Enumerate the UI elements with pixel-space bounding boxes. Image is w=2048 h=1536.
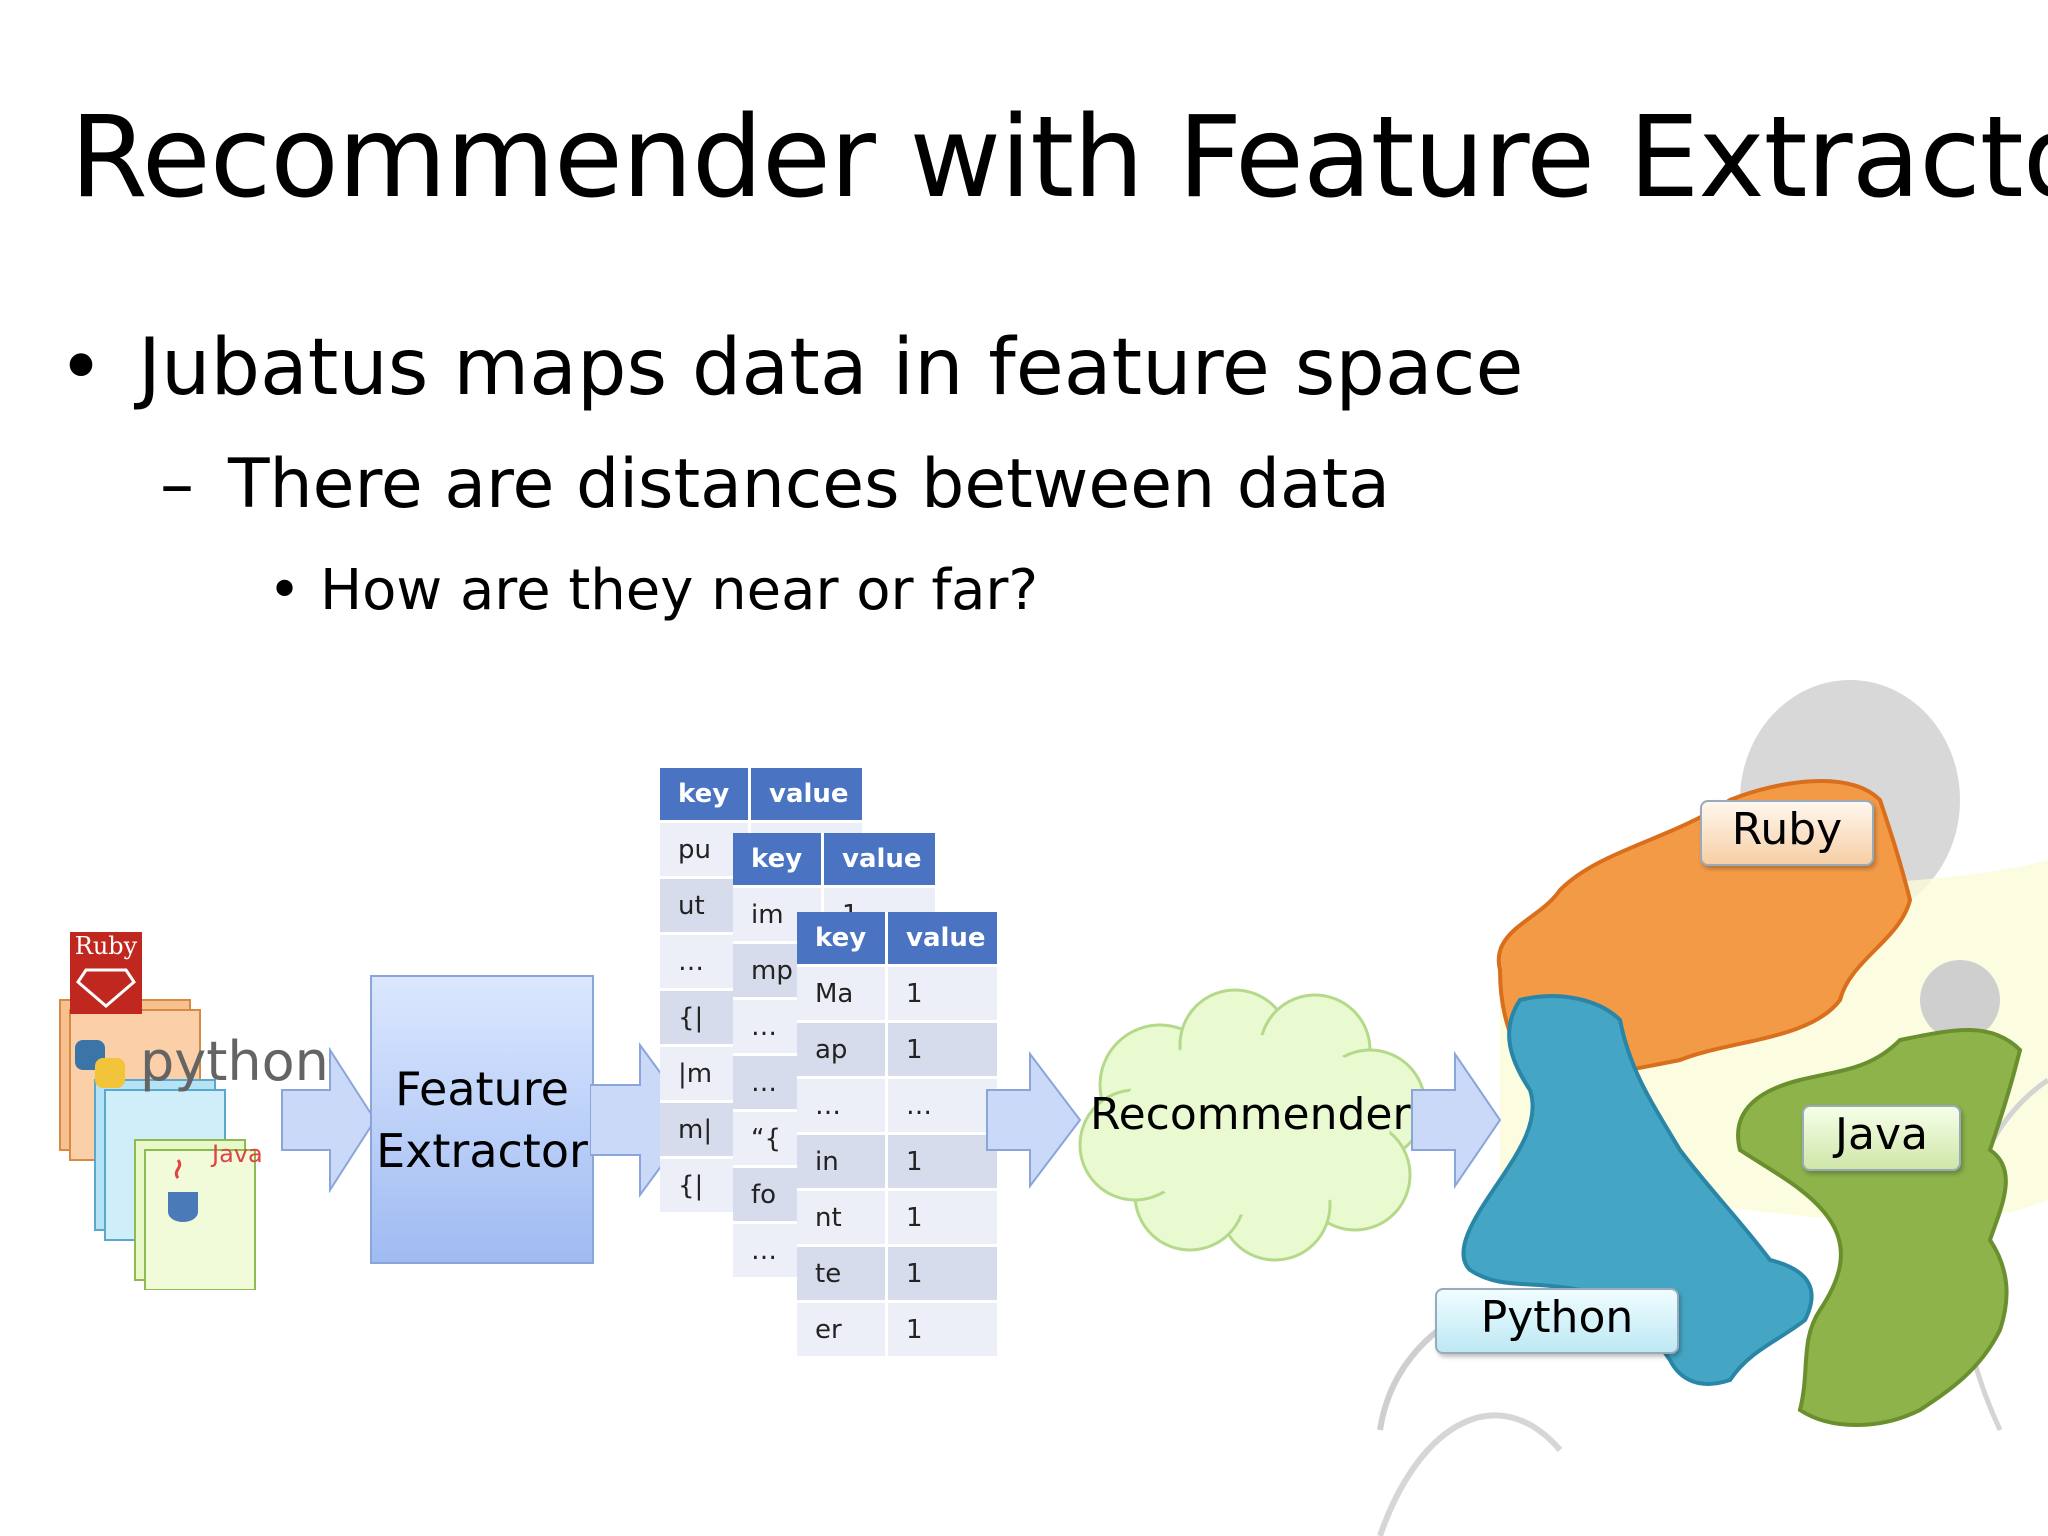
table-header-key: key [797,912,888,967]
table-header-value: value [751,768,865,823]
table-cell-value: … [888,1079,1000,1135]
python-logo-icon [75,1040,125,1088]
cluster-label-python: Python [1435,1288,1679,1354]
table-header-value: value [824,833,938,888]
java-cup-icon [168,1159,198,1222]
bullet-level2: –There are distances between data [160,440,1390,530]
bullet-level2-text: There are distances between data [228,445,1390,524]
feature-extractor-label-line2: Extractor [376,1123,588,1178]
feature-extractor-label-line1: Feature [395,1061,569,1116]
cluster-label-ruby: Ruby [1700,800,1874,866]
table-cell-key: … [797,1079,888,1135]
table-cell-value: 1 [888,1303,1000,1359]
arrow-to-recommender [986,1051,1082,1189]
table-cell-key: ap [797,1023,888,1079]
recommender-label: Recommender [1090,1089,1411,1140]
table-cell-key: Ma [797,967,888,1023]
ruby-gem-icon [76,968,136,1008]
recommender-cloud [1078,988,1427,1262]
bullet-level1-text: Jubatus maps data in feature space [138,323,1524,413]
arrow-to-clusters [1411,1050,1502,1190]
feature-extractor-box: Feature Extractor [370,975,594,1264]
bullet-level3-text: How are they near or far? [320,558,1039,623]
table-header-key: key [660,768,751,823]
bullet-mark-small: • [268,558,302,623]
source-files-stack [59,999,256,1290]
table-header-value: value [888,912,1000,967]
table-cell-value: 1 [888,1191,1000,1247]
table-cell-value: 1 [888,1023,1000,1079]
python-logo-text: python [140,1030,329,1093]
table-cell-key: nt [797,1191,888,1247]
slide-title: Recommender with Feature Extractor [70,93,2048,223]
ruby-logo-text: Ruby [74,932,138,960]
python-cluster-blob [1461,994,1814,1386]
java-logo-text: Java [212,1140,263,1168]
bullet-mark: • [58,323,105,413]
dash-mark: – [160,445,194,524]
table-cell-value: 1 [888,1247,1000,1303]
table-cell-key: te [797,1247,888,1303]
java-cluster-blob [1736,1028,2023,1427]
table-cell-value: 1 [888,967,1000,1023]
bullet-level3: • How are they near or far? [268,553,1038,629]
cluster-label-java: Java [1802,1105,1961,1171]
table-cell-key: er [797,1303,888,1359]
bullet-level1: • Jubatus maps data in feature space [58,318,1524,418]
arrow-to-extractor [281,1046,377,1194]
ruby-logo: Ruby [70,932,142,1014]
table-header-key: key [733,833,824,888]
table-cell-value: 1 [888,1135,1000,1191]
table-cell-key: in [797,1135,888,1191]
